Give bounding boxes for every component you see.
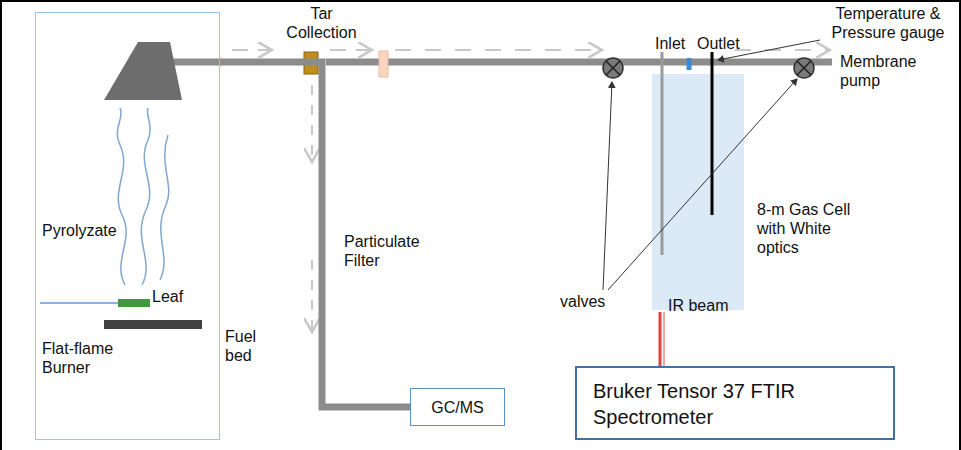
annotation-label: Membrane pump <box>840 52 950 90</box>
node-label: Bruker Tensor 37 FTIR Spectrometer <box>593 378 833 430</box>
instrument-box: Bruker Tensor 37 FTIR Spectrometer <box>575 366 895 440</box>
annotation-label: Fuel bed <box>225 327 285 365</box>
annotation-label: valves <box>560 292 620 311</box>
node-label: Flat-flame Burner <box>42 339 137 377</box>
annotation-label: 8-m Gas Cell with White optics <box>757 200 872 257</box>
node-label: Leaf <box>152 287 212 306</box>
annotation-label: Tar Collection <box>284 4 359 42</box>
annotation-label: Inlet <box>655 34 700 53</box>
apparatus-enclosure: PyrolyzateLeafFlat-flame Burner <box>35 12 220 440</box>
instrument-box: GC/MS <box>410 388 505 426</box>
annotation-label: Outlet <box>697 34 757 53</box>
annotation-label: Temperature & Pressure gauge <box>822 4 954 42</box>
annotation-label: IR beam <box>668 296 748 315</box>
annotation-label: Particulate Filter <box>344 232 434 270</box>
node-label: GC/MS <box>431 398 483 417</box>
node-label: Pyrolyzate <box>42 221 142 240</box>
